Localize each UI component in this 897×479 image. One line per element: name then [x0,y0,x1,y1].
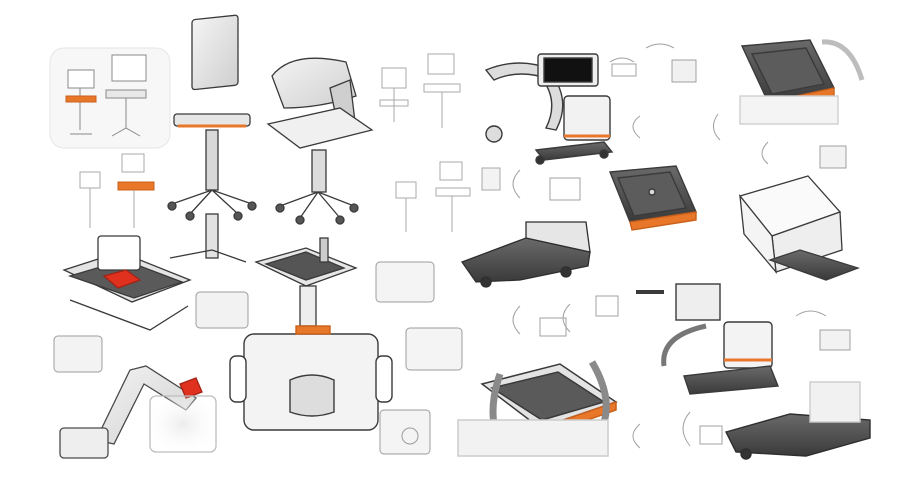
arm-cart-sketch [266,57,374,225]
dark-base-sketch [460,221,591,288]
basket-large-sketch [457,360,618,457]
tray-basin-sketch [254,237,358,327]
panel-handle-sketch [229,325,393,431]
basket-closeup-sketch [739,39,865,125]
c-arm-monitor-sketch [484,53,614,165]
monitor-cart-sketch [167,14,257,263]
handle-panel-sketches [53,261,463,455]
faint-cart-sketches [79,53,501,232]
small-cart-sketch-pair [49,47,171,149]
tablet-tray-sketch [62,235,192,331]
dark-base-closeup-sketch [724,381,871,460]
c-arm-display-sketch [636,283,779,395]
basket-mid-sketch [609,165,698,231]
swing-arm-sketch [59,365,217,459]
faint-c-arm-sketches [512,43,851,449]
basket-outline-sketch [738,175,861,281]
